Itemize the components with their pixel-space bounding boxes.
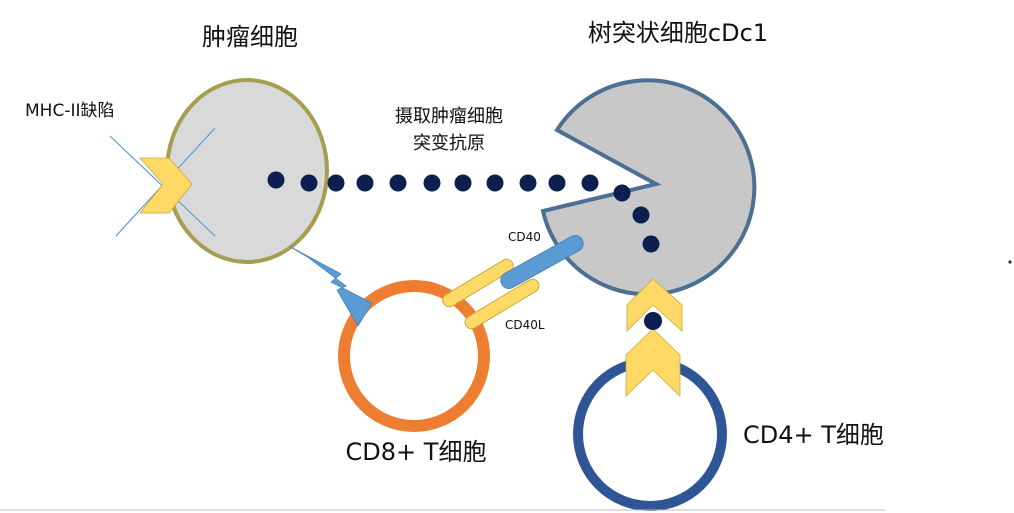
cd40-capsule — [500, 235, 584, 289]
lightning-bolt — [288, 245, 373, 327]
antigen-dot — [632, 206, 650, 224]
antigen-dot — [356, 174, 374, 192]
antigen-dot — [423, 174, 441, 192]
mhc-chevron-tumor — [139, 157, 193, 214]
antigen-dot — [327, 174, 345, 192]
antigen-dot — [267, 171, 285, 189]
tumor-cell-label: 肿瘤细胞 — [202, 23, 298, 51]
dendritic-cell-label: 树突状细胞cDc1 — [588, 19, 768, 47]
mhc-deficiency-label: MHC-II缺陷 — [25, 101, 114, 121]
mhc-chevron-dc — [626, 278, 683, 332]
tcr-chevron-cd4 — [625, 328, 681, 397]
antigen-dot — [519, 174, 537, 192]
cd4-t-cell-label: CD4+ T细胞 — [743, 421, 884, 449]
antigen-dot — [642, 235, 660, 253]
cd40-label: CD40 — [508, 230, 541, 244]
antigen-dot — [486, 174, 504, 192]
cd40l-capsule-1 — [442, 258, 514, 308]
antigen-dot — [548, 174, 566, 192]
tumor-cell — [165, 78, 329, 264]
antigen-dot — [389, 174, 407, 192]
antigen-dots — [267, 171, 660, 253]
antigen-dot-presented — [644, 312, 662, 330]
dendritic-cell — [540, 78, 757, 297]
cd4-t-cell — [573, 357, 727, 511]
antigen-dot — [300, 174, 318, 192]
antigen-dot — [454, 174, 472, 192]
uptake-label-line1: 摄取肿瘤细胞 — [395, 106, 503, 127]
stray-dot — [1008, 260, 1012, 264]
cd8-t-cell-label: CD8+ T细胞 — [346, 438, 487, 466]
antigen-dot — [581, 174, 599, 192]
antigen-dot — [613, 184, 631, 202]
uptake-label-line2: 突变抗原 — [413, 133, 485, 154]
cd40l-label: CD40L — [505, 318, 545, 332]
cd40l-capsule-2 — [464, 278, 540, 330]
cd8-t-cell — [338, 280, 490, 432]
